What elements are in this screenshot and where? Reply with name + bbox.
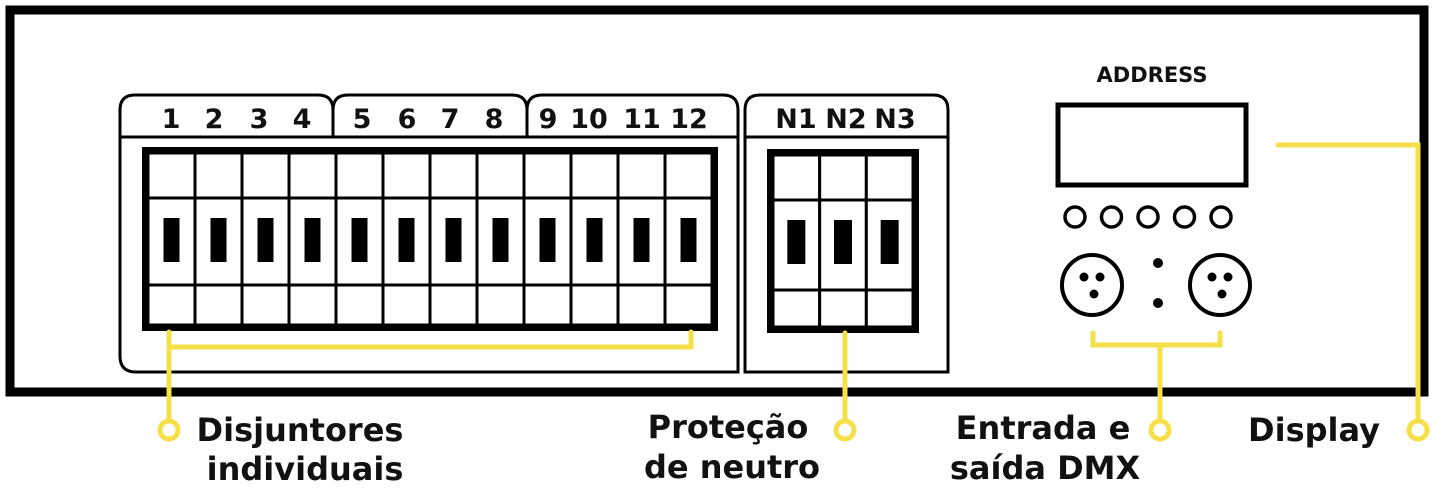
neutral-lever — [834, 220, 852, 264]
breaker-group-tab-2 — [331, 93, 529, 137]
neutral-channel-label: N2 — [825, 104, 866, 135]
breaker-enclosure — [118, 135, 740, 374]
breaker-channel-label: 10 — [570, 104, 608, 135]
neutral-tab — [743, 93, 950, 137]
breakers-caption-line2: individuais — [207, 450, 404, 488]
breaker-lever — [304, 218, 321, 262]
breaker-lever — [633, 218, 650, 262]
breaker-channel-label: 11 — [623, 104, 661, 135]
address-display — [1055, 102, 1249, 188]
breaker-channel-label: 4 — [293, 104, 312, 135]
neutral-callout-dot — [833, 418, 857, 442]
breaker-channel-label: 3 — [250, 104, 269, 135]
breaker-lever — [163, 218, 180, 262]
breaker-lever — [586, 218, 603, 262]
breaker-lever — [351, 218, 368, 262]
neutral-breaker-N2[interactable] — [818, 153, 868, 329]
breaker-lever — [257, 218, 274, 262]
neutral-caption-line1: Proteção — [648, 408, 809, 446]
neutral-channel-label: N1 — [775, 104, 816, 135]
breaker-channel-label: 5 — [353, 104, 372, 135]
display-callout-line — [1275, 142, 1421, 428]
dmx-output-connector[interactable] — [1188, 253, 1252, 317]
neutral-enclosure — [743, 135, 950, 374]
rack-panel-frame — [5, 5, 1429, 397]
indicator-led — [1209, 205, 1233, 229]
panel-dot — [1153, 298, 1163, 308]
breaker-lever — [539, 218, 556, 262]
breaker-lever — [680, 218, 697, 262]
breaker-lever — [492, 218, 509, 262]
dmx-callout-line — [1090, 330, 1223, 428]
neutral-lever — [880, 220, 899, 264]
breaker-channel-label: 2 — [205, 104, 224, 135]
neutral-caption-line2: de neutro — [644, 448, 820, 486]
breakers-callout-line — [166, 329, 694, 428]
neutral-lever — [787, 220, 806, 264]
breakers-callout-dot — [157, 418, 181, 442]
dmx-input-connector[interactable] — [1060, 253, 1124, 317]
breaker-channel-label: 6 — [398, 104, 417, 135]
breaker-channel-label: 7 — [441, 104, 460, 135]
breaker-channel-label: 12 — [670, 104, 708, 135]
breaker-lever — [398, 218, 415, 262]
display-caption: Display — [1248, 411, 1380, 449]
dmx-callout-dot — [1148, 418, 1172, 442]
indicator-led — [1099, 205, 1124, 229]
breaker-group-tab-3 — [525, 93, 740, 137]
indicator-led — [1136, 205, 1160, 229]
panel-dot — [1153, 258, 1163, 268]
address-label: ADDRESS — [1097, 63, 1208, 87]
indicator-led — [1172, 205, 1197, 229]
breaker-channel-label: 9 — [539, 104, 558, 135]
indicator-led — [1063, 205, 1087, 229]
breaker-group-tab-1 — [118, 93, 335, 137]
breaker-lever — [445, 218, 462, 262]
neutral-channel-label: N3 — [874, 104, 915, 135]
breaker-channel-label: 8 — [485, 104, 504, 135]
breaker-lever — [210, 218, 227, 262]
breakers-caption-line1: Disjuntores — [197, 411, 404, 449]
dmx-caption-line2: saída DMX — [950, 449, 1141, 487]
dmx-caption-line1: Entrada e — [956, 409, 1131, 447]
display-callout-dot — [1406, 418, 1430, 442]
breaker-channel-label: 1 — [162, 104, 181, 135]
